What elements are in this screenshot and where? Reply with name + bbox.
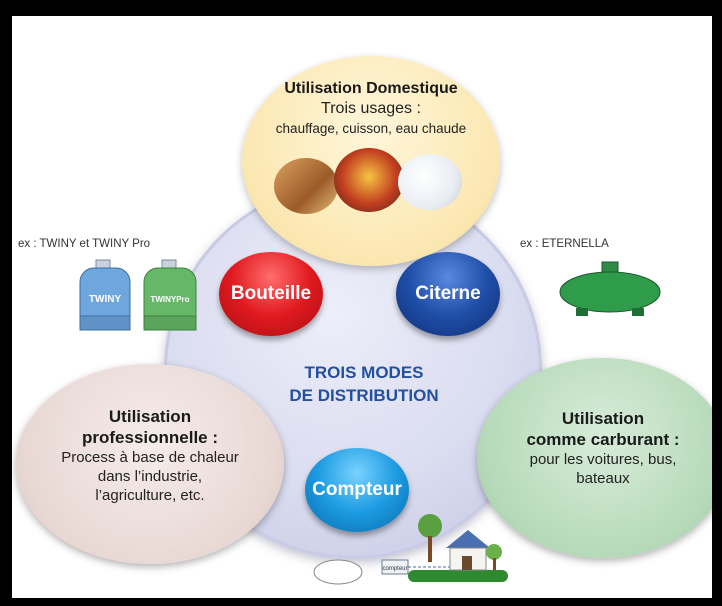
professional-use-text-2: dans l’industrie, bbox=[97, 468, 203, 485]
professional-use-title-2: professionnelle : bbox=[81, 428, 219, 447]
domestic-use-subtitle: Trois usages : bbox=[321, 100, 421, 117]
center-title: TROIS MODES DE DISTRIBUTION bbox=[264, 361, 464, 407]
meter-label: compteur bbox=[382, 566, 407, 572]
citerne-example-label: ex : ETERNELLA bbox=[520, 238, 609, 250]
professional-use-title-1: Utilisation bbox=[108, 407, 192, 426]
domestic-use-title: Utilisation Domestique bbox=[284, 80, 458, 97]
citerne-mode-button[interactable]: Citerne bbox=[396, 252, 500, 336]
twiny-pro-label: TWINYPro bbox=[150, 295, 189, 304]
fuel-use-bubble: Utilisation comme carburant : pour les v… bbox=[477, 358, 712, 558]
professional-use-bubble: Utilisation professionnelle : Process à … bbox=[16, 364, 284, 564]
hot-water-photo-image bbox=[398, 154, 462, 210]
bouteille-example-label: ex : TWINY et TWINY Pro bbox=[18, 238, 151, 250]
gas-tank-icon bbox=[559, 261, 661, 316]
cooking-photo-image bbox=[334, 148, 404, 212]
professional-use-text-3: l’agriculture, etc. bbox=[95, 487, 205, 504]
compteur-mode-button[interactable]: Compteur bbox=[305, 448, 409, 532]
twiny-label: TWINY bbox=[89, 294, 122, 305]
diagram-canvas: Utilisation Domestique Trois usages : ch… bbox=[12, 16, 712, 598]
professional-use-text-1: Process à base de chaleur bbox=[61, 449, 239, 466]
fuel-use-text-1: pour les voitures, bus, bbox=[529, 451, 677, 468]
fuel-use-text-2: bateaux bbox=[576, 470, 630, 487]
bouteille-mode-button[interactable]: Bouteille bbox=[219, 252, 323, 336]
fuel-use-title-2: comme carburant : bbox=[526, 430, 680, 449]
heating-photo-image bbox=[274, 158, 338, 214]
center-title-line-2: DE DISTRIBUTION bbox=[289, 386, 439, 405]
gas-bottles-icon: TWINY TWINYPro bbox=[79, 259, 197, 331]
center-title-line-1: TROIS MODES bbox=[304, 363, 424, 382]
fuel-use-title-1: Utilisation bbox=[561, 409, 645, 428]
domestic-use-text: chauffage, cuisson, eau chaude bbox=[275, 121, 467, 136]
meter-house-icon: compteur bbox=[313, 514, 508, 585]
